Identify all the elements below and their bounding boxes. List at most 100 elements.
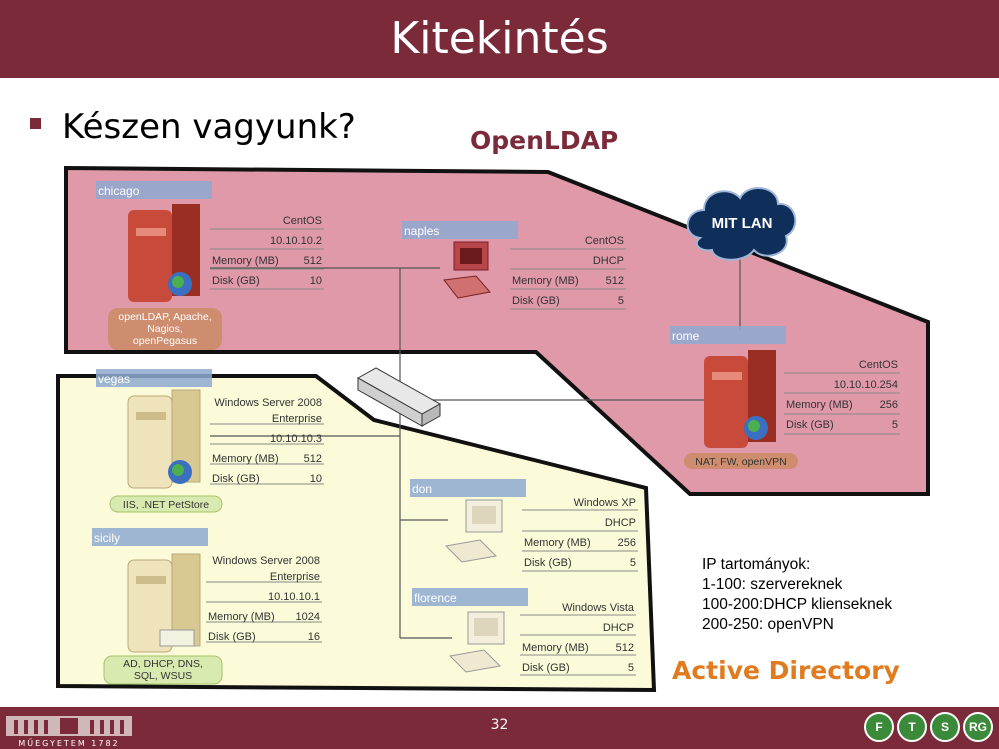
memory-label: Memory (MB) <box>786 399 853 411</box>
host-property: Windows XP <box>574 497 636 509</box>
memory-label: Memory (MB) <box>524 537 591 549</box>
university-logo: MŰEGYETEM 1782 <box>6 716 132 748</box>
ip-range-line: 200-250: openVPN <box>702 616 834 633</box>
services-label-chicago: Nagios, <box>147 323 183 335</box>
title-bar <box>0 0 999 78</box>
disk-value: 10 <box>310 473 322 485</box>
services-pill-rome <box>684 453 798 469</box>
host-property: 10.10.10.254 <box>834 379 898 391</box>
services-label-sicily: SQL, WSUS <box>134 670 192 682</box>
disk-value: 5 <box>892 419 898 431</box>
ip-range-line: 1-100: szervereknek <box>702 576 843 593</box>
disk-value: 5 <box>628 662 634 674</box>
memory-value: 256 <box>880 399 898 411</box>
host-property: Windows Vista <box>562 602 635 614</box>
memory-value: 512 <box>616 642 634 654</box>
memory-label: Memory (MB) <box>212 255 279 267</box>
bullet-marker <box>30 118 41 129</box>
services-label-chicago: openPegasus <box>133 335 197 347</box>
memory-label: Memory (MB) <box>522 642 589 654</box>
disk-label: Disk (GB) <box>212 275 260 287</box>
memory-value: 512 <box>304 453 322 465</box>
host-property: CentOS <box>283 215 322 227</box>
hostbar-vegas <box>96 369 212 387</box>
disk-label: Disk (GB) <box>786 419 834 431</box>
ftsrg-badge: RG <box>963 712 993 742</box>
server-icon-chicago <box>128 204 200 302</box>
disk-value: 5 <box>630 557 636 569</box>
disk-label: Disk (GB) <box>212 473 260 485</box>
host-name-naples: naples <box>404 224 439 238</box>
ip-ranges-heading: IP tartományok: <box>702 556 811 573</box>
bullet-text: Készen vagyunk? <box>62 107 356 147</box>
network-links <box>210 252 741 639</box>
footer-bar <box>0 707 999 749</box>
disk-label: Disk (GB) <box>524 557 572 569</box>
services-label-sicily: AD, DHCP, DNS, <box>123 658 203 670</box>
host-property: Windows Server 2008 <box>214 397 322 409</box>
ftsrg-badge: F <box>864 712 894 742</box>
disk-label: Disk (GB) <box>208 631 256 643</box>
hostbar-rome <box>670 326 786 344</box>
services-label-rome: NAT, FW, openVPN <box>695 456 786 468</box>
host-name-rome: rome <box>672 329 700 343</box>
disk-value: 10 <box>310 275 322 287</box>
university-caption: MŰEGYETEM 1782 <box>18 738 119 748</box>
network-switch <box>356 367 442 427</box>
host-name-sicily: sicily <box>94 531 120 545</box>
hostbar-don <box>410 479 526 497</box>
services-pill-chicago <box>108 308 222 350</box>
services-label-chicago: openLDAP, Apache, <box>118 311 211 323</box>
host-property: DHCP <box>605 517 636 529</box>
disk-label: Disk (GB) <box>522 662 570 674</box>
server-icon-sicily <box>127 553 201 653</box>
mit-lan-cloud <box>686 186 797 261</box>
ip-ranges-box: IP tartományok: 1-100: szervereknek 100-… <box>702 555 892 635</box>
host-name-chicago: chicago <box>98 184 140 198</box>
host-property: 10.10.10.1 <box>268 591 320 603</box>
hostbar-naples <box>402 221 518 239</box>
active-directory-zone-label: Active Directory <box>672 656 900 685</box>
hostbar-sicily <box>92 528 208 546</box>
hostbar-chicago <box>96 181 212 199</box>
host-property: Windows Server 2008 <box>212 555 320 567</box>
workstation-icon-florence <box>448 611 505 673</box>
services-label-vegas: IIS, .NET PetStore <box>123 499 209 511</box>
ftsrg-badge: S <box>930 712 960 742</box>
host-name-vegas: vegas <box>98 372 130 386</box>
host-property: Enterprise <box>272 413 322 425</box>
memory-value: 512 <box>304 255 322 267</box>
workstation-icon-don <box>444 499 503 563</box>
host-property: CentOS <box>585 235 624 247</box>
ad-zone <box>56 374 657 693</box>
services-pill-sicily <box>103 655 223 685</box>
server-icon-rome <box>704 350 776 448</box>
disk-label: Disk (GB) <box>512 295 560 307</box>
hostbar-florence <box>412 588 528 606</box>
ip-range-line: 100-200:DHCP klienseknek <box>702 596 893 613</box>
host-property: 10.10.10.3 <box>270 433 322 445</box>
host-property: DHCP <box>593 255 624 267</box>
ftsrg-badge: T <box>897 712 927 742</box>
memory-value: 512 <box>606 275 624 287</box>
openldap-zone-label: OpenLDAP <box>470 126 619 155</box>
services-pill-vegas <box>109 495 223 513</box>
property-rules <box>206 228 900 676</box>
host-name-florence: florence <box>414 591 457 605</box>
host-property: DHCP <box>603 622 634 634</box>
server-icon-vegas <box>127 389 201 489</box>
slide-title: Kitekintés <box>390 13 609 64</box>
memory-label: Memory (MB) <box>212 453 279 465</box>
workstation-icon-naples <box>443 241 491 299</box>
memory-value: 1024 <box>296 611 320 623</box>
host-property: Enterprise <box>270 571 320 583</box>
memory-value: 256 <box>618 537 636 549</box>
host-property: CentOS <box>859 359 898 371</box>
memory-label: Memory (MB) <box>208 611 275 623</box>
host-property: 10.10.10.2 <box>270 235 322 247</box>
cloud-label: MIT LAN <box>712 215 773 232</box>
host-name-don: don <box>412 482 432 496</box>
disk-value: 16 <box>308 631 320 643</box>
disk-value: 5 <box>618 295 624 307</box>
